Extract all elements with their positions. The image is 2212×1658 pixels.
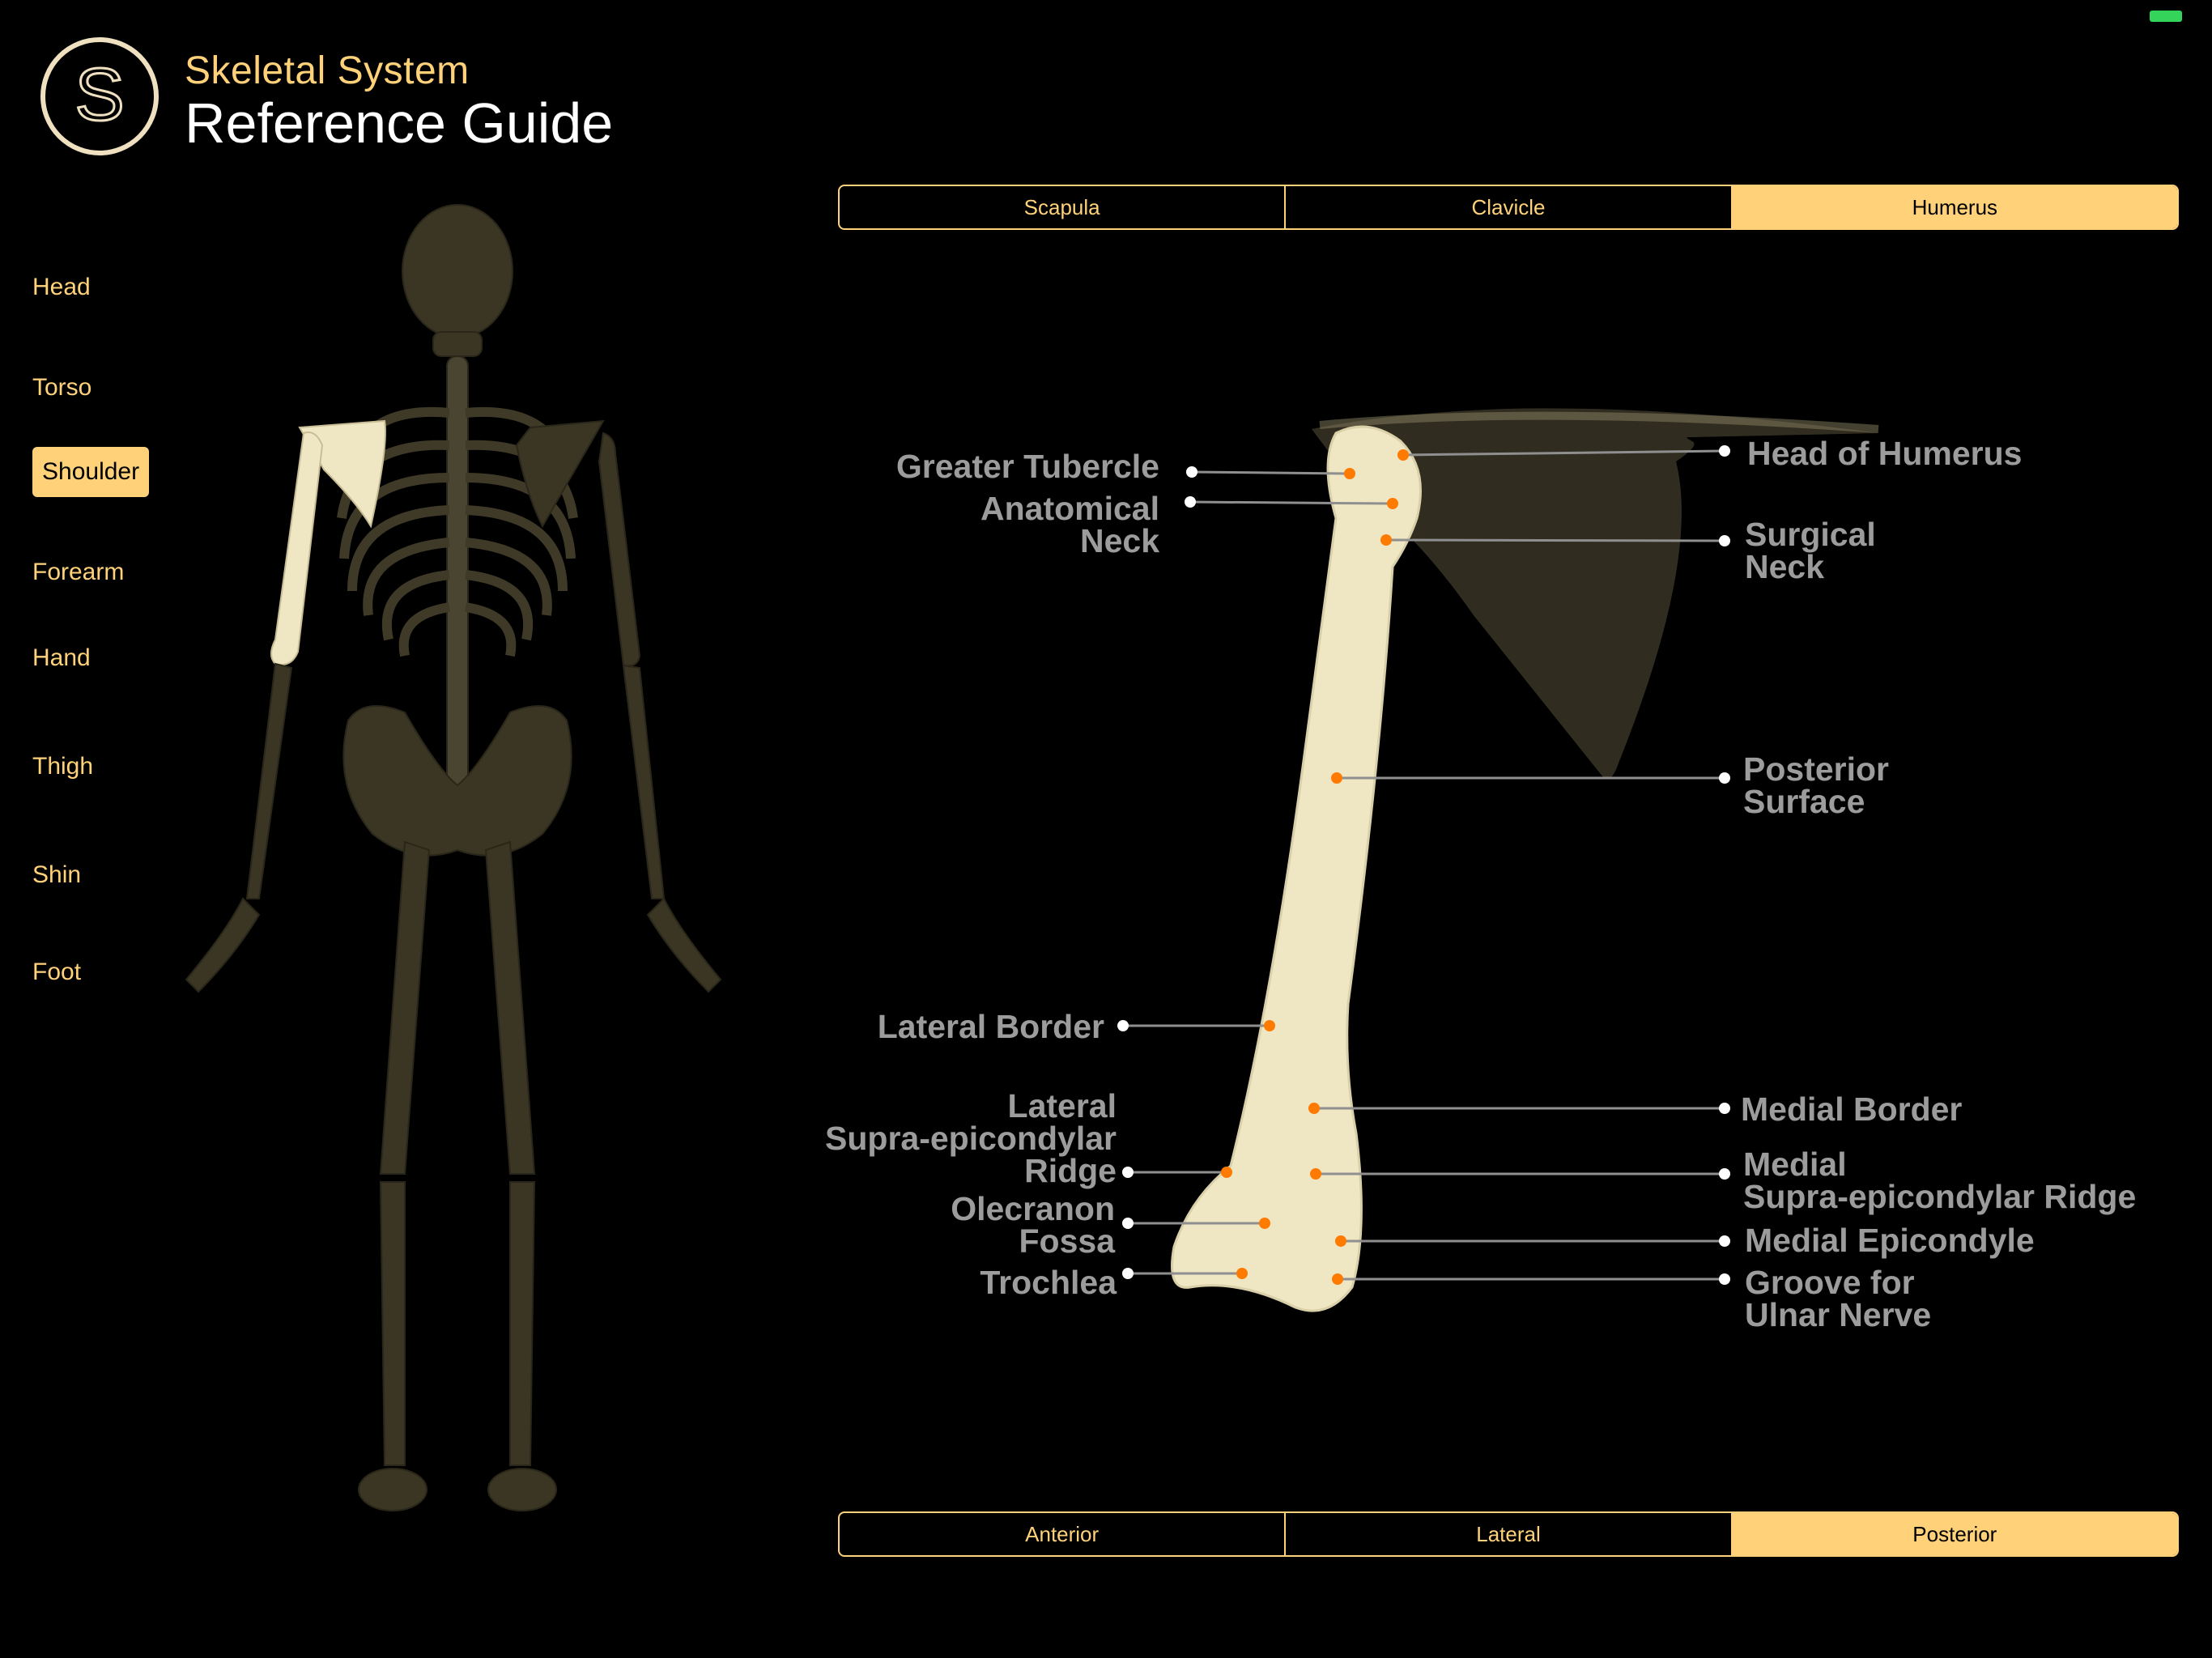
label-groove-for-ulnar-nerve: Groove for Ulnar Nerve (1745, 1264, 1932, 1333)
humerus-bone[interactable] (1171, 425, 1422, 1312)
sidebar-item-forearm[interactable]: Forearm (32, 559, 125, 585)
tab-posterior[interactable]: Posterior (1732, 1513, 2177, 1555)
tab-anterior[interactable]: Anterior (840, 1513, 1287, 1555)
svg-text:S: S (74, 53, 124, 136)
sidebar-item-foot[interactable]: Foot (32, 959, 82, 985)
sidebar-item-head[interactable]: Head (32, 274, 91, 300)
label-medial-epicondyle: Medial Epicondyle (1745, 1222, 2035, 1259)
scapula-ghost (1312, 408, 1878, 780)
app-subtitle: Skeletal System (185, 49, 470, 92)
sidebar-item-shoulder[interactable]: Shoulder (32, 447, 150, 497)
sidebar-item-hand[interactable]: Hand (32, 644, 91, 671)
tab-scapula[interactable]: Scapula (840, 186, 1287, 228)
battery-indicator (2150, 11, 2182, 22)
view-segmented-control: Anterior Lateral Posterior (838, 1511, 2179, 1557)
label-medial-border: Medial Border (1741, 1090, 1963, 1128)
tab-lateral[interactable]: Lateral (1286, 1513, 1733, 1555)
label-posterior-surface: Posterior Surface (1743, 750, 1889, 820)
skeleton-figure[interactable] (162, 202, 745, 1530)
sidebar-item-thigh[interactable]: Thigh (32, 753, 94, 780)
label-endpoints (1117, 445, 1730, 1285)
label-medial-supra-epicondylar-ridge: Medial Supra-epicondylar Ridge (1743, 1146, 2137, 1215)
tab-humerus[interactable]: Humerus (1732, 186, 2177, 228)
label-greater-tubercle: Greater Tubercle (895, 448, 1159, 485)
sidebar-item-shin[interactable]: Shin (32, 861, 82, 888)
bone-segmented-control: Scapula Clavicle Humerus (838, 185, 2179, 230)
label-head-of-humerus: Head of Humerus (1747, 435, 2023, 472)
leader-lines (1123, 449, 1725, 1281)
landmark-markers (1221, 449, 1409, 1285)
app-logo-icon: S (40, 37, 159, 155)
label-lateral-supra-epicondylar-ridge: Lateral Supra-epicondylar Ridge (825, 1087, 1117, 1189)
label-surgical-neck: Surgical Neck (1745, 516, 1876, 585)
label-trochlea: Trochlea (980, 1264, 1117, 1301)
app-title: Reference Guide (185, 91, 614, 155)
sidebar-item-torso[interactable]: Torso (32, 374, 92, 401)
label-anatomical-neck: Anatomical Neck (981, 490, 1159, 559)
label-lateral-border: Lateral Border (877, 1008, 1104, 1045)
tab-clavicle[interactable]: Clavicle (1286, 186, 1733, 228)
label-olecranon-fossa: Olecranon Fossa (951, 1190, 1115, 1260)
humerus-diagram (1117, 408, 1879, 1312)
